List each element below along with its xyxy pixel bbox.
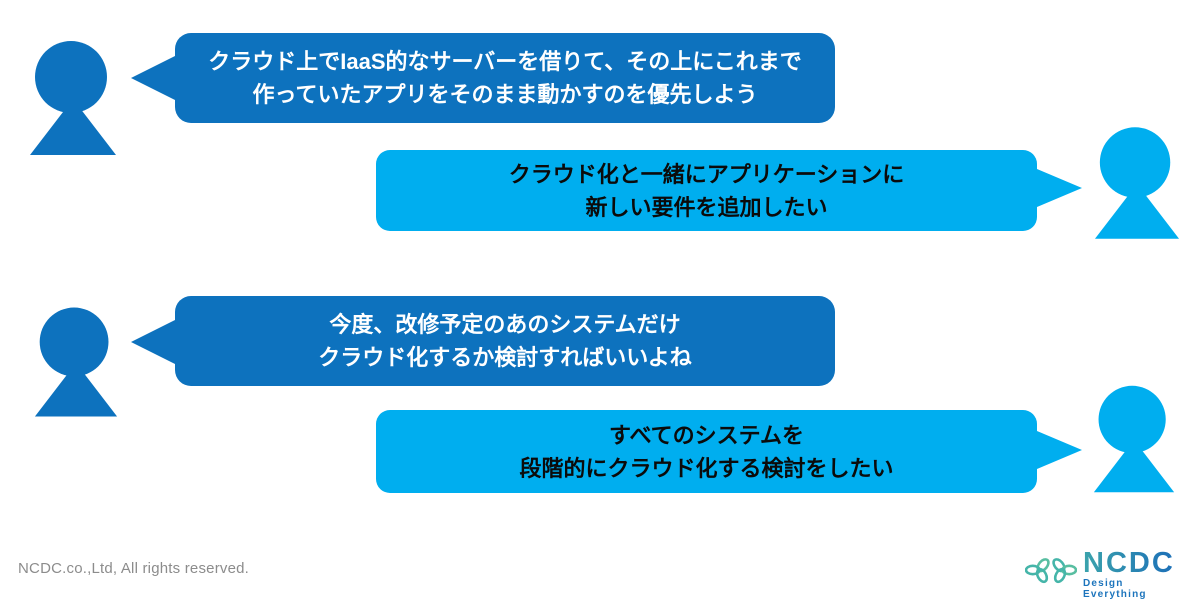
ncdc-clover-icon	[1025, 558, 1077, 584]
bubble-text-line: 新しい要件を追加したい	[585, 194, 828, 220]
person-icon	[34, 307, 118, 417]
bubble-tail-right	[1037, 431, 1082, 469]
ncdc-wordmark: NCDC	[1083, 547, 1175, 579]
person-icon	[30, 41, 116, 155]
speech-bubble-dark-2: 今度、改修予定のあのシステムだけ クラウド化するか検討すればいいよね	[131, 296, 835, 386]
person-icon-left-2	[33, 307, 119, 417]
speech-bubble-dark-1: クラウド上でIaaS的なサーバーを借りて、その上にこれまで 作っていたアプリをそ…	[131, 33, 835, 123]
person-icon-left-1	[28, 40, 118, 156]
bubble-tail-left	[131, 56, 175, 100]
person-icon	[1094, 127, 1180, 239]
bubble-text-line: 今度、改修予定のあのシステムだけ	[329, 312, 681, 337]
speech-bubble-light-2: すべてのシステムを 段階的にクラウド化する検討をしたい	[376, 410, 1082, 493]
bubble-text-line: クラウド化と一緒にアプリケーションに	[508, 161, 905, 187]
person-icon-right-2	[1092, 383, 1176, 495]
bubble-text-line: すべてのシステムを	[609, 422, 804, 448]
ncdc-logo-text: NCDC Design Everything	[1083, 549, 1190, 600]
bubble-text-line: クラウド上でIaaS的なサーバーを借りて、その上にこれまで	[208, 49, 802, 74]
ncdc-tagline: Design Everything	[1083, 578, 1147, 600]
person-icon-right-1	[1093, 126, 1181, 240]
speech-bubble-light-1: クラウド化と一緒にアプリケーションに 新しい要件を追加したい	[376, 150, 1082, 231]
bubble-text-line: クラウド化するか検討すればいいよね	[318, 345, 692, 370]
copyright-text: NCDC.co.,Ltd, All rights reserved.	[18, 560, 250, 577]
bubble-text-line: 段階的にクラウド化する検討をしたい	[519, 455, 894, 481]
bubble-tail-left	[131, 320, 175, 364]
ncdc-logo: NCDC Design Everything	[1025, 549, 1190, 600]
bubble-text-line: 作っていたアプリをそのまま動かすのを優先しよう	[252, 82, 758, 107]
person-icon	[1093, 385, 1175, 493]
bubble-tail-right	[1037, 169, 1082, 207]
